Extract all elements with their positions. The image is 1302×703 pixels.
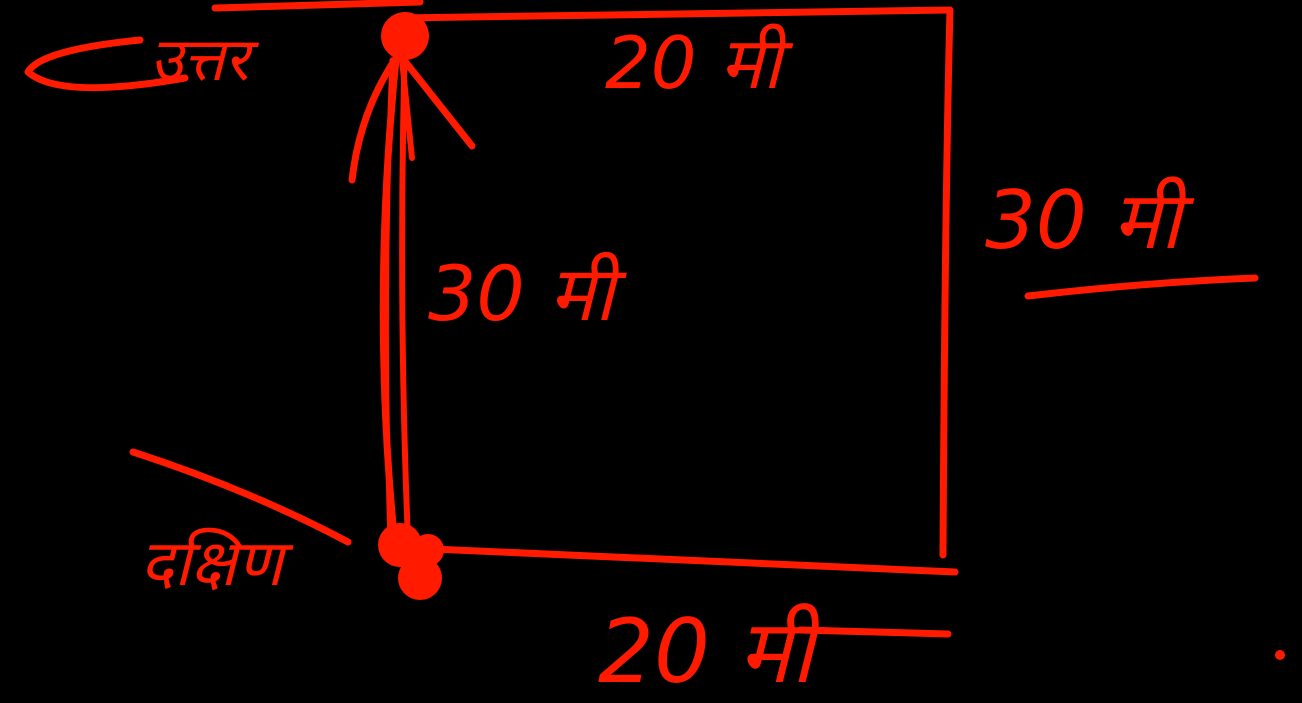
- stray-dot: [1275, 650, 1285, 660]
- arrow-head-mid: [399, 57, 415, 161]
- top-edge-label: 20 मी: [605, 21, 794, 105]
- right-edge-line: [939, 6, 954, 559]
- left-edge-line-2: [399, 37, 411, 543]
- rectangle-outline: [348, 6, 959, 576]
- end-point-label: दक्षिण: [140, 527, 294, 601]
- right-label-underline: [1024, 274, 1259, 300]
- arrow-head-left: [348, 51, 402, 184]
- start-point-label: उत्तर: [150, 25, 259, 95]
- bottom-edge-line: [406, 544, 959, 576]
- arrow-head-right: [396, 51, 476, 150]
- bottom-left-corner-dot-2: [398, 556, 442, 600]
- bottom-edge-label: 20 मी: [598, 600, 829, 703]
- top-edge-line: [396, 6, 954, 22]
- start-point-swoosh: [24, 36, 189, 92]
- top-start-overline: [211, 0, 424, 12]
- end-point-slash: [129, 448, 352, 546]
- bottom-label-overline: [796, 626, 952, 638]
- bottom-left-corner-dot: [378, 523, 422, 567]
- right-edge-label: 30 मी: [985, 174, 1195, 267]
- bottom-left-corner-dot-3: [412, 534, 444, 566]
- left-edge-line-3: [383, 57, 395, 543]
- left-edge-label: 30 मी: [428, 249, 627, 338]
- top-left-corner-dot: [381, 12, 429, 60]
